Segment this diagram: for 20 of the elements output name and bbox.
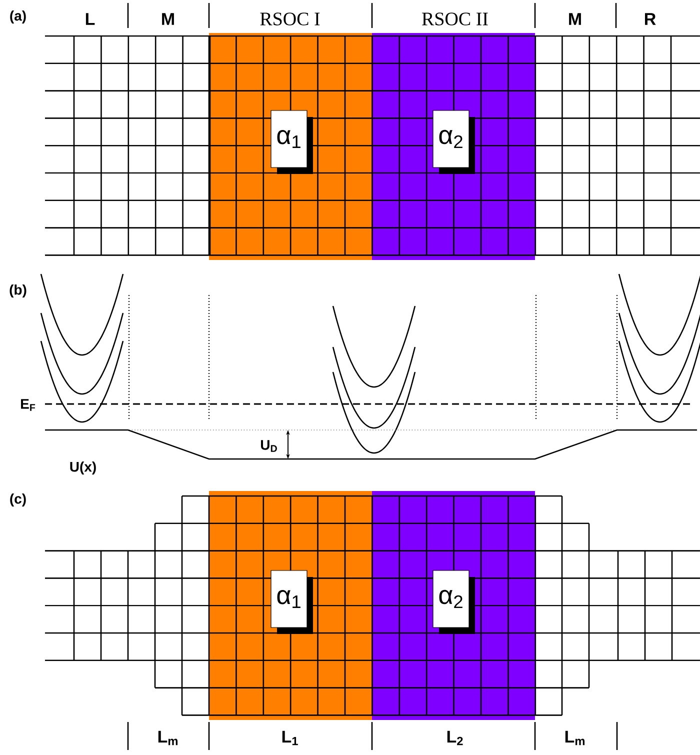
length-label: L$_{m}$: [158, 730, 178, 746]
panel-label: (b): [10, 284, 26, 298]
parameter-box: α$_{1}$: [270, 570, 313, 634]
region-label: R: [645, 13, 656, 25]
region-label: M: [162, 13, 174, 25]
region-label: L: [86, 13, 95, 25]
region-label: RSOC I: [260, 12, 320, 26]
region-label: RSOC II: [422, 12, 488, 26]
length-label: L$_{2}$: [447, 730, 463, 746]
length-label: L$_{m}$: [565, 730, 584, 746]
region-label: M: [569, 13, 581, 25]
length-label: L$_{1}$: [282, 730, 298, 746]
parameter-box: α$_{2}$: [432, 570, 475, 634]
parameter-box: α$_{2}$: [432, 110, 475, 174]
panel-label: (c): [10, 493, 26, 507]
symbol-label: E$_{F}$: [21, 399, 36, 411]
symbol-label: U(x): [70, 461, 96, 475]
panel-label: (a): [10, 10, 26, 24]
symbol-label: U$_{D}$: [261, 440, 277, 452]
parameter-box: α$_{1}$: [270, 110, 313, 174]
